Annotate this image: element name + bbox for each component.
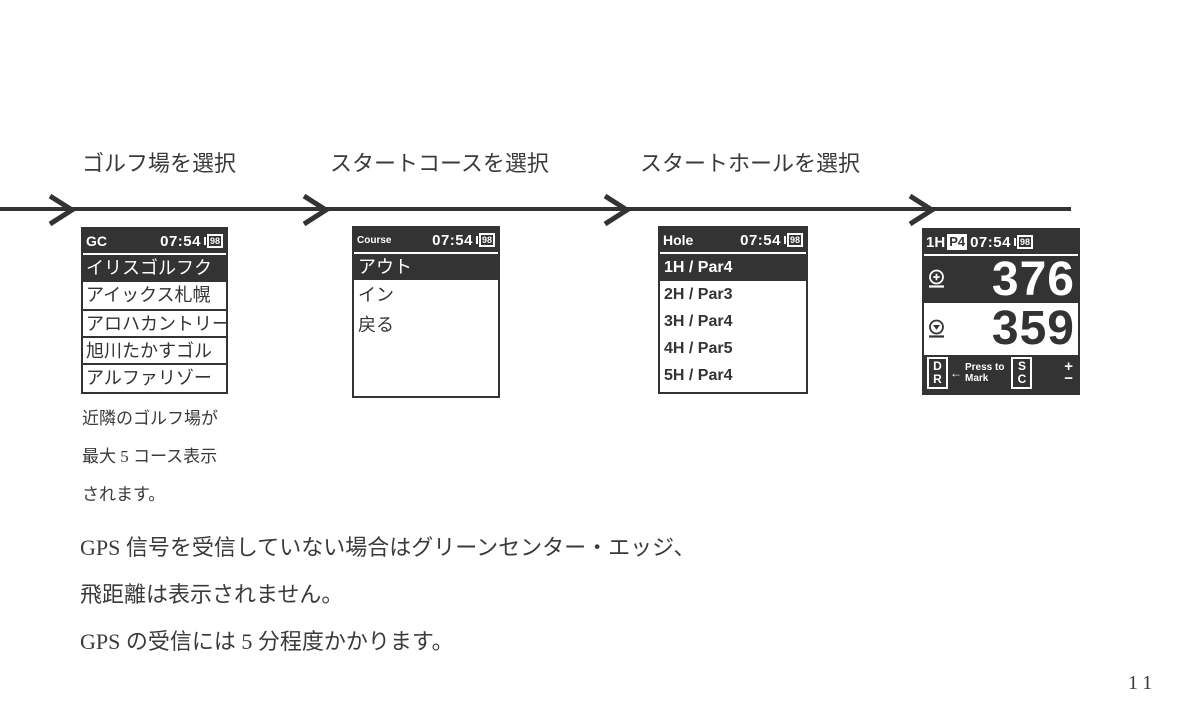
screen-header: GC 07:54 98 — [83, 229, 226, 253]
par-badge: P4 — [947, 234, 968, 250]
battery-icon: 98 — [783, 233, 803, 247]
body-line: GPS 信号を受信していない場合はグリーンセンター・エッジ、 — [80, 535, 696, 560]
bottom-button-bar: D R ← Press to Mark S C + − — [924, 355, 1078, 391]
hint-line: Mark — [965, 373, 989, 384]
battery-icon: 98 — [1013, 235, 1033, 249]
screen1-note: 近隣のゴルフ場が 最大 5 コース表示 されます。 — [82, 400, 218, 514]
battery-nub — [783, 236, 786, 244]
hole-number: 1H — [926, 233, 946, 251]
green-edge-icon — [929, 319, 944, 338]
body-line: GPS の受信には 5 分程度かかります。 — [80, 629, 454, 654]
arrow-left-icon: ← — [950, 366, 962, 380]
key-letter: D — [933, 359, 942, 373]
list-item: 2H / Par3 — [664, 286, 733, 303]
list-item-selected: イリスゴルフク — [83, 255, 226, 282]
key-letter: S — [1017, 359, 1026, 373]
gps-note-paragraph: GPS 信号を受信していない場合はグリーンセンター・エッジ、 飛距離は表示されま… — [80, 524, 695, 665]
list-item-selected: 1H / Par4 — [660, 254, 806, 281]
green-edge-distance-value: 359 — [991, 302, 1075, 355]
battery-nub — [1013, 238, 1016, 246]
list-item: 3H / Par4 — [664, 313, 733, 330]
clock-time: 07:54 — [740, 231, 781, 249]
battery-icon: 98 — [203, 234, 223, 248]
battery-level: 98 — [206, 234, 223, 248]
green-center-distance-value: 376 — [991, 252, 1075, 306]
clock-time: 07:54 — [160, 232, 201, 250]
list-item-selected: アウト — [354, 254, 498, 280]
screen-header: Hole 07:54 98 — [660, 228, 806, 252]
battery-level: 98 — [478, 233, 495, 247]
minus-label: − — [1064, 370, 1073, 387]
device-screen-distance-display: 1H P4 07:54 98 376 359 D R ← Press to — [922, 228, 1080, 395]
dr-key-label: D R — [927, 357, 948, 389]
screen-title: Course — [357, 234, 392, 246]
note-line: 近隣のゴルフ場が — [82, 409, 218, 428]
chevron-right-icon — [48, 193, 76, 227]
battery-icon: 98 — [475, 233, 495, 247]
flow-step-label-start-hole: スタートホールを選択 — [640, 151, 861, 176]
zoom-plus-minus-labels: + − — [1064, 358, 1075, 387]
chevron-right-icon — [302, 193, 330, 227]
page-number: 11 — [1128, 672, 1158, 694]
green-center-icon — [929, 269, 944, 288]
list-item: 4H / Par5 — [664, 340, 733, 357]
hint-line: Press to — [965, 362, 1005, 373]
chevron-right-icon — [603, 193, 631, 227]
list-item: 旭川たかすゴル — [83, 336, 226, 363]
screen-title: Hole — [663, 232, 694, 248]
device-screen-golf-course-select: GC 07:54 98 イリスゴルフク アイックス札幌 アロハカントリー 旭川た… — [81, 227, 228, 394]
device-screen-start-hole-select: Hole 07:54 98 1H / Par4 2H / Par3 3H / P… — [658, 226, 808, 394]
clock-time: 07:54 — [970, 233, 1011, 251]
screen-header: 1H P4 07:54 98 — [924, 230, 1078, 256]
note-line: 最大 5 コース表示 — [82, 447, 218, 466]
screen-header: Course 07:54 98 — [354, 228, 498, 252]
list-item: 5H / Par4 — [664, 367, 733, 384]
battery-level: 98 — [786, 233, 803, 247]
list-item: アイックス札幌 — [86, 285, 211, 305]
flow-arrow-line — [0, 207, 1071, 211]
list-item: イン — [358, 285, 394, 305]
battery-nub — [203, 237, 206, 245]
key-letter: C — [1017, 372, 1027, 386]
press-to-mark-hint: Press to Mark — [965, 362, 1004, 384]
clock-time: 07:54 — [432, 231, 473, 249]
note-line: されます。 — [82, 485, 166, 504]
battery-nub — [475, 236, 478, 244]
list-item: 戻る — [358, 315, 394, 335]
key-letter: R — [933, 372, 942, 386]
green-edge-distance-row: 359 — [924, 303, 1078, 355]
battery-level: 98 — [1016, 235, 1033, 249]
flow-step-label-golf-course: ゴルフ場を選択 — [82, 151, 237, 176]
plus-label: + — [1064, 358, 1073, 375]
list-item: アルファリゾー — [83, 363, 226, 390]
body-line: 飛距離は表示されません。 — [80, 582, 344, 607]
list-item: アロハカントリー — [83, 309, 226, 336]
green-center-distance-row: 376 — [924, 252, 1078, 306]
screen-title: GC — [86, 233, 107, 249]
chevron-right-icon — [908, 193, 936, 227]
flow-step-label-start-course: スタートコースを選択 — [330, 151, 549, 176]
device-screen-start-course-select: Course 07:54 98 アウト イン 戻る — [352, 226, 500, 398]
sc-key-label: S C — [1011, 357, 1033, 389]
